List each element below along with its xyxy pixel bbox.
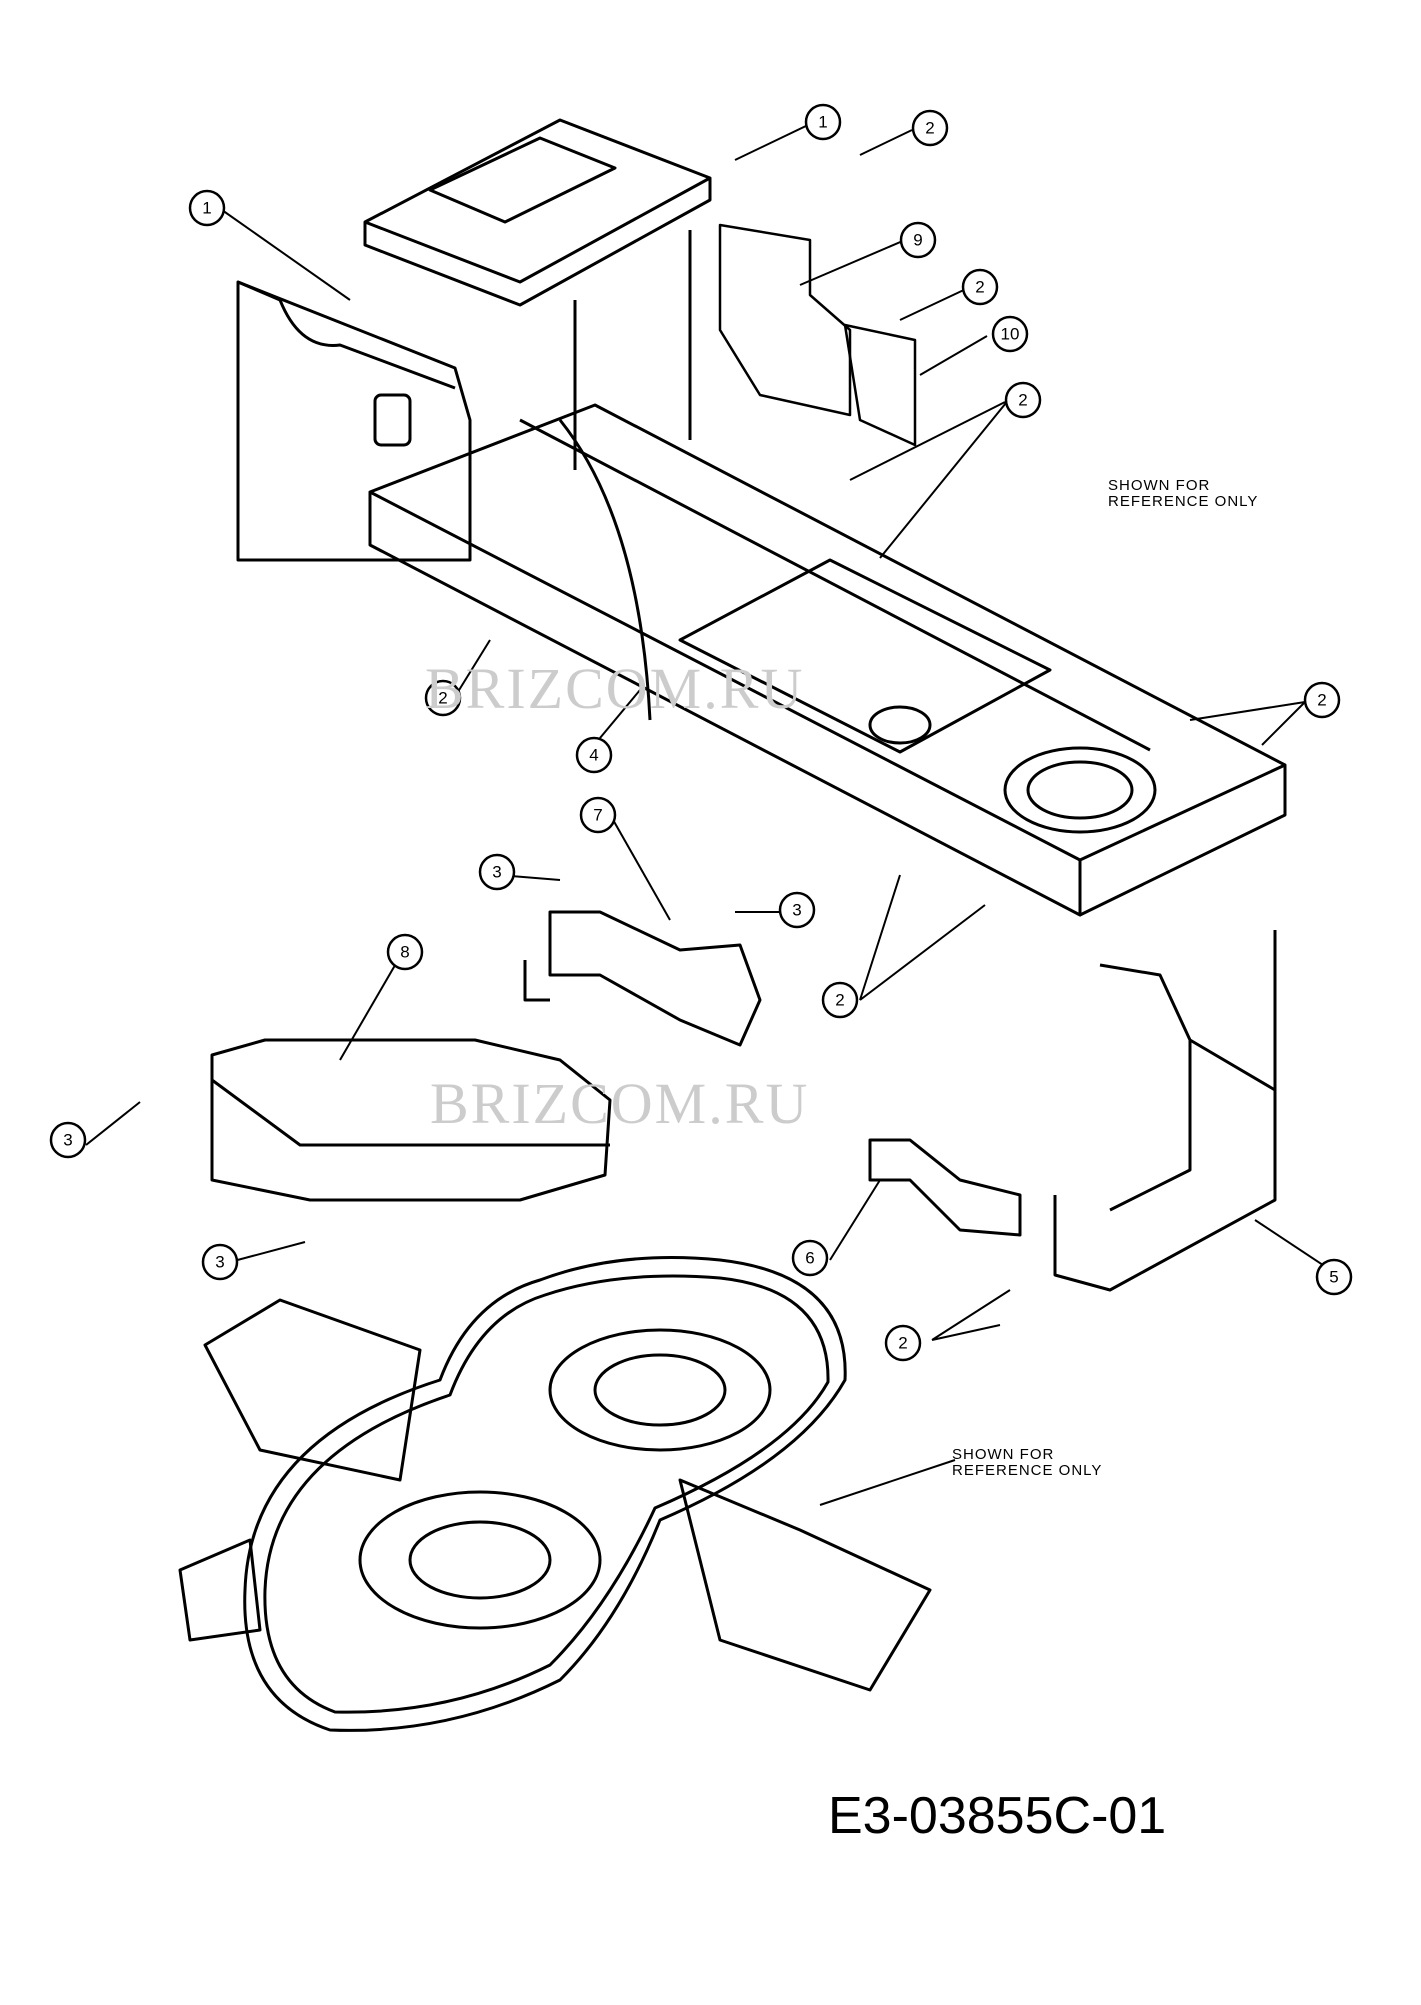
callout-8: 8 <box>386 933 424 971</box>
reference-note-line: REFERENCE ONLY <box>952 1462 1103 1479</box>
shield-7 <box>523 910 762 1047</box>
callout-2-top: 2 <box>911 109 949 147</box>
reference-note-upper: SHOWN FOR REFERENCE ONLY <box>1108 478 1258 510</box>
callout-4: 4 <box>575 736 613 774</box>
callout-9: 9 <box>899 221 937 259</box>
svg-text:10: 10 <box>1001 325 1020 344</box>
svg-text:2: 2 <box>975 278 984 297</box>
svg-text:1: 1 <box>202 199 211 218</box>
svg-text:6: 6 <box>805 1249 814 1268</box>
svg-text:3: 3 <box>215 1253 224 1272</box>
watermark: BRIZCOM.RU <box>425 656 805 721</box>
callout-6: 6 <box>791 1239 829 1277</box>
callout-2-bottom: 2 <box>884 1324 922 1362</box>
svg-text:2: 2 <box>1317 691 1326 710</box>
callout-2-left: 2 <box>424 679 462 717</box>
reference-note-lower: SHOWN FOR REFERENCE ONLY <box>952 1447 1102 1479</box>
cover-8 <box>210 1038 612 1202</box>
reference-note-line: SHOWN FOR <box>952 1446 1055 1463</box>
mower-deck <box>178 1256 932 1732</box>
svg-text:2: 2 <box>1018 391 1027 410</box>
callout-2-center: 2 <box>821 981 859 1019</box>
svg-text:9: 9 <box>913 231 922 250</box>
svg-text:1: 1 <box>818 113 827 132</box>
callout-3-b: 3 <box>778 891 816 929</box>
callout-10: 10 <box>991 315 1029 353</box>
frame-assembly <box>236 118 1287 917</box>
callout-5: 5 <box>1315 1258 1353 1296</box>
bracket-5 <box>1053 930 1277 1292</box>
bracket-6 <box>868 1138 1022 1237</box>
callout-2-mid1: 2 <box>961 268 999 306</box>
svg-text:4: 4 <box>589 746 598 765</box>
svg-text:5: 5 <box>1329 1268 1338 1287</box>
callout-3-c: 3 <box>49 1121 87 1159</box>
callout-1-left: 1 <box>188 189 226 227</box>
svg-text:2: 2 <box>835 991 844 1010</box>
svg-text:3: 3 <box>63 1131 72 1150</box>
callout-2-right: 2 <box>1303 681 1341 719</box>
reference-note-line: REFERENCE ONLY <box>1108 493 1259 510</box>
diagram-code: E3-03855C-01 <box>828 1787 1167 1845</box>
callout-3-a: 3 <box>478 853 516 891</box>
svg-text:3: 3 <box>492 863 501 882</box>
svg-text:8: 8 <box>400 943 409 962</box>
svg-text:3: 3 <box>792 901 801 920</box>
reference-note-line: SHOWN FOR <box>1108 477 1211 494</box>
callout-2-mid2: 2 <box>1004 381 1042 419</box>
leader-lines <box>85 124 1339 1506</box>
svg-text:2: 2 <box>898 1334 907 1353</box>
svg-text:2: 2 <box>438 689 447 708</box>
callout-3-d: 3 <box>201 1243 239 1281</box>
callouts: 1 1 2 2 2 2 2 2 2 3 3 3 3 4 5 6 7 8 9 10 <box>49 103 1353 1362</box>
panel-9-and-10 <box>718 223 917 447</box>
callout-1-top: 1 <box>804 103 842 141</box>
callout-7: 7 <box>579 796 617 834</box>
svg-text:7: 7 <box>593 806 602 825</box>
watermark: BRIZCOM.RU <box>430 1071 810 1136</box>
svg-text:2: 2 <box>925 119 934 138</box>
